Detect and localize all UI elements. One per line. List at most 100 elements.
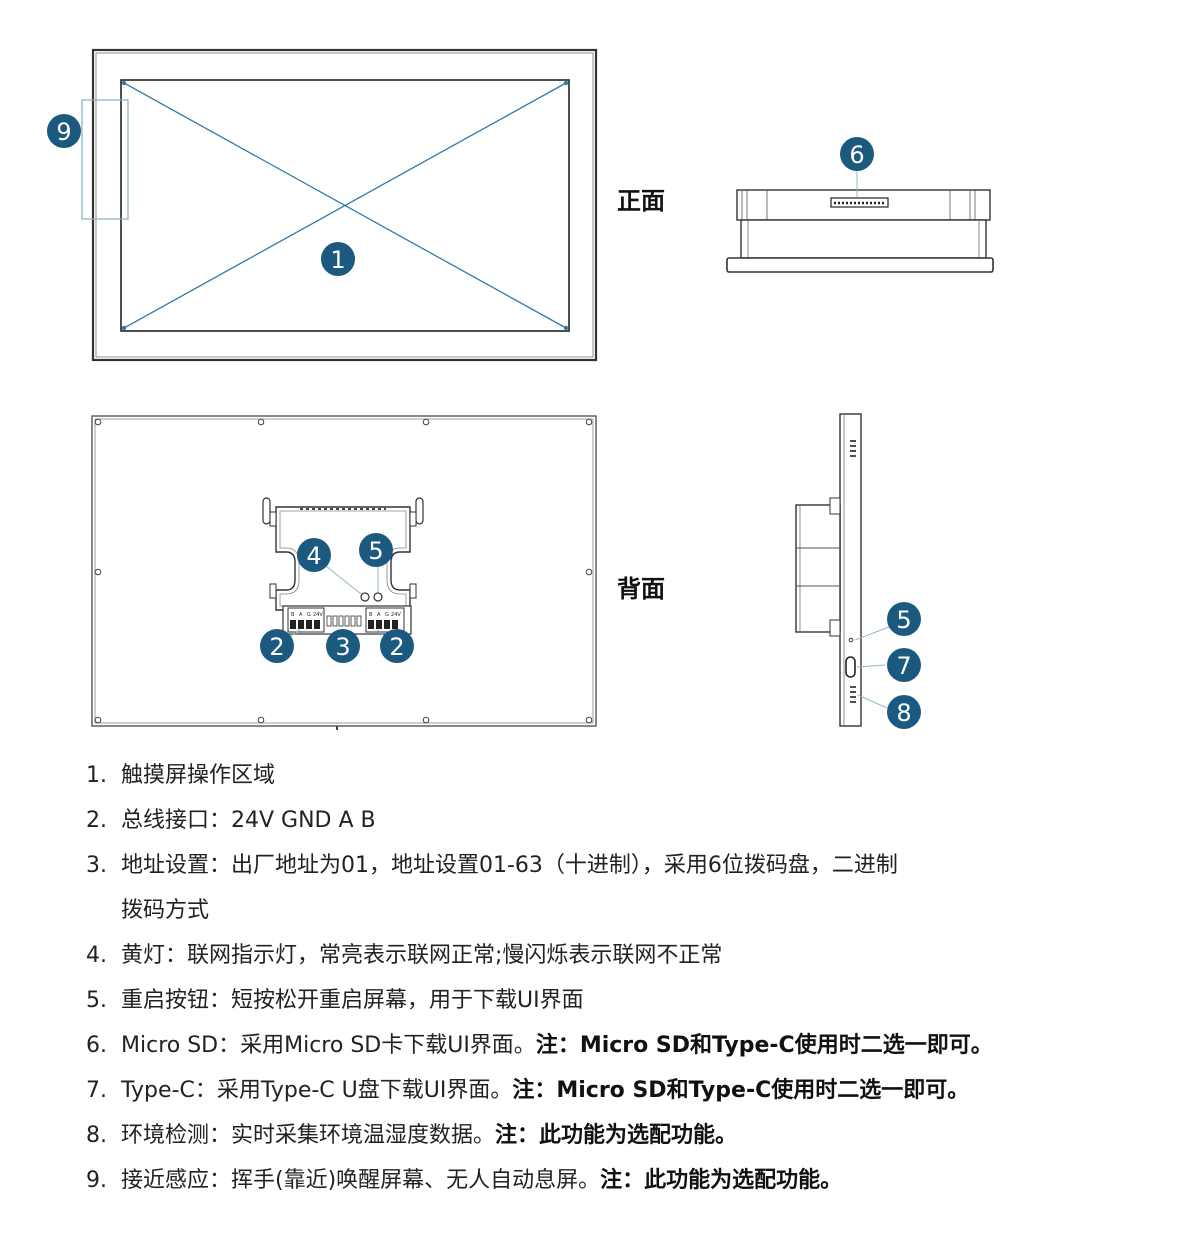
list-item-body: 总线接口：24V GND A B	[86, 808, 1186, 834]
callout-5-badge: 5	[359, 533, 393, 567]
list-item-number: 7.	[86, 1078, 107, 1103]
list-item-text: Micro SD：采用Micro SD卡下载UI界面。	[121, 1033, 536, 1058]
list-item: 5. 重启按钮：短按松开重启屏幕，用于下载UI界面	[86, 988, 1186, 1014]
screw-hole	[585, 418, 593, 426]
callout-number: 7	[896, 652, 911, 680]
list-item-text: 黄灯：联网指示灯，常亮表示联网正常;慢闪烁表示联网不正常	[121, 943, 723, 968]
dip-switch-key	[344, 615, 350, 627]
list-item: 1. 触摸屏操作区域	[86, 763, 1186, 789]
screw-holes	[94, 418, 593, 724]
side-bracket-tab	[829, 619, 841, 637]
list-item-body: 环境检测：实时采集环境温湿度数据。注：此功能为选配功能。	[86, 1123, 1186, 1149]
list-item: 6.Micro SD：采用Micro SD卡下载UI界面。注：Micro SD和…	[86, 1033, 1186, 1059]
screw-hole	[257, 418, 265, 426]
list-item-number: 2.	[86, 808, 107, 833]
leader-lines	[287, 169, 890, 709]
side-bracket	[795, 504, 841, 633]
list-item-body: 地址设置：出厂地址为01，地址设置01-63（十进制），采用6位拨码盘，二进制拨…	[86, 853, 1186, 924]
list-item-text: 环境检测：实时采集环境温湿度数据。	[121, 1123, 496, 1148]
callout-number: 8	[896, 699, 911, 727]
touch-area	[120, 79, 570, 332]
leader-line	[857, 694, 888, 709]
reset-button	[373, 592, 383, 602]
bracket-clip	[269, 511, 277, 527]
list-item: 3.地址设置：出厂地址为01，地址设置01-63（十进制），采用6位拨码盘，二进…	[86, 853, 1186, 924]
screw-hole	[422, 716, 430, 724]
callout-number: 1	[330, 246, 345, 274]
side-panel	[839, 413, 862, 727]
terminal-labels-left: B A G 24V	[291, 612, 323, 618]
side-reset-hole	[848, 637, 854, 643]
terminal-screw	[306, 620, 312, 629]
dip-switch-key	[332, 615, 338, 627]
terminal-label: 24V	[313, 612, 323, 618]
dip-switch	[326, 615, 362, 627]
callout-number: 2	[389, 633, 404, 661]
list-item-number: 9.	[86, 1168, 107, 1193]
bracket-clip	[409, 511, 417, 527]
list-item: 2. 总线接口：24V GND A B	[86, 808, 1186, 834]
list-item-note: 注：此功能为选配功能。	[600, 1168, 843, 1193]
screw-hole	[94, 716, 102, 724]
terminal-label: B	[369, 612, 373, 618]
terminal-screw	[298, 620, 304, 629]
list-item-number: 1.	[86, 763, 107, 788]
top-view	[726, 189, 994, 273]
list-item-note: 注：Micro SD和Type-C使用时二选一即可。	[535, 1033, 993, 1058]
front-bezel-inner	[95, 52, 594, 358]
terminal-screws	[290, 620, 398, 629]
dip-switch-key	[350, 615, 356, 627]
terminal-screw	[290, 620, 296, 629]
screw-hole	[257, 716, 265, 724]
terminal-screw	[368, 620, 374, 629]
dip-switch-key	[338, 615, 344, 627]
callout-2-badge: 2	[260, 629, 294, 663]
list-item-body: Micro SD：采用Micro SD卡下载UI界面。注：Micro SD和Ty…	[86, 1033, 1186, 1059]
terminal-label: 24V	[391, 612, 401, 618]
screw-hole	[585, 568, 593, 576]
callout-9-badge: 9	[47, 114, 81, 148]
side-vent-top	[850, 440, 856, 457]
list-item-number: 8.	[86, 1123, 107, 1148]
bracket-clip	[409, 583, 417, 599]
callout-number: 9	[56, 118, 71, 146]
callout-7-badge: 7	[887, 648, 921, 682]
callout-number: 2	[269, 633, 284, 661]
list-item-number: 6.	[86, 1033, 107, 1058]
callout-1-badge: 1	[321, 242, 355, 276]
touch-cross-line	[123, 82, 567, 329]
terminal-label: A	[377, 612, 381, 618]
device-diagram: B A G 24V B A G 24V	[47, 48, 994, 730]
top-base-plate	[726, 257, 994, 273]
list-item-body: 重启按钮：短按松开重启屏幕，用于下载UI界面	[86, 988, 1186, 1014]
terminal-label: G	[307, 612, 311, 618]
bracket-tab	[262, 497, 271, 525]
front-view	[81, 48, 598, 362]
list-item-text: 总线接口：24V GND A B	[121, 808, 376, 833]
cross-corner-dot	[121, 325, 127, 331]
list-item-body: 黄灯：联网指示灯，常亮表示联网正常;慢闪烁表示联网不正常	[86, 943, 1186, 969]
list-item-number: 4.	[86, 943, 107, 968]
callout-8-badge: 8	[887, 695, 921, 729]
terminal-label: B	[291, 612, 295, 618]
callout-6-badge: 6	[840, 137, 874, 171]
environment-sensor-vent	[850, 686, 856, 703]
list-item-number: 3.	[86, 853, 107, 878]
screw-hole	[585, 716, 593, 724]
list-item: 8.环境检测：实时采集环境温湿度数据。注：此功能为选配功能。	[86, 1123, 1186, 1149]
cross-corner-dot	[563, 325, 569, 331]
callout-2-badge: 2	[380, 629, 414, 663]
side-view	[795, 413, 862, 727]
list-item-text: 重启按钮：短按松开重启屏幕，用于下载UI界面	[121, 988, 584, 1013]
terminal-screw	[392, 620, 398, 629]
feature-list: 1. 触摸屏操作区域 2. 总线接口：24V GND A B 3.地址设置：出厂地址为…	[86, 763, 1186, 1213]
callout-number: 4	[306, 542, 321, 570]
list-item-text: 触摸屏操作区域	[121, 763, 276, 788]
bracket-clip	[269, 583, 277, 599]
network-indicator-led	[360, 592, 370, 602]
list-item: 7.Type-C：采用Type-C U盘下载UI界面。注：Micro SD和Ty…	[86, 1078, 1186, 1104]
leader-line	[854, 626, 890, 641]
list-item: 4. 黄灯：联网指示灯，常亮表示联网正常;慢闪烁表示联网不正常	[86, 943, 1186, 969]
list-item-number: 5.	[86, 988, 107, 1013]
callouts: 1 2 2 3 4 5 5 6 7 8 9	[47, 114, 921, 729]
